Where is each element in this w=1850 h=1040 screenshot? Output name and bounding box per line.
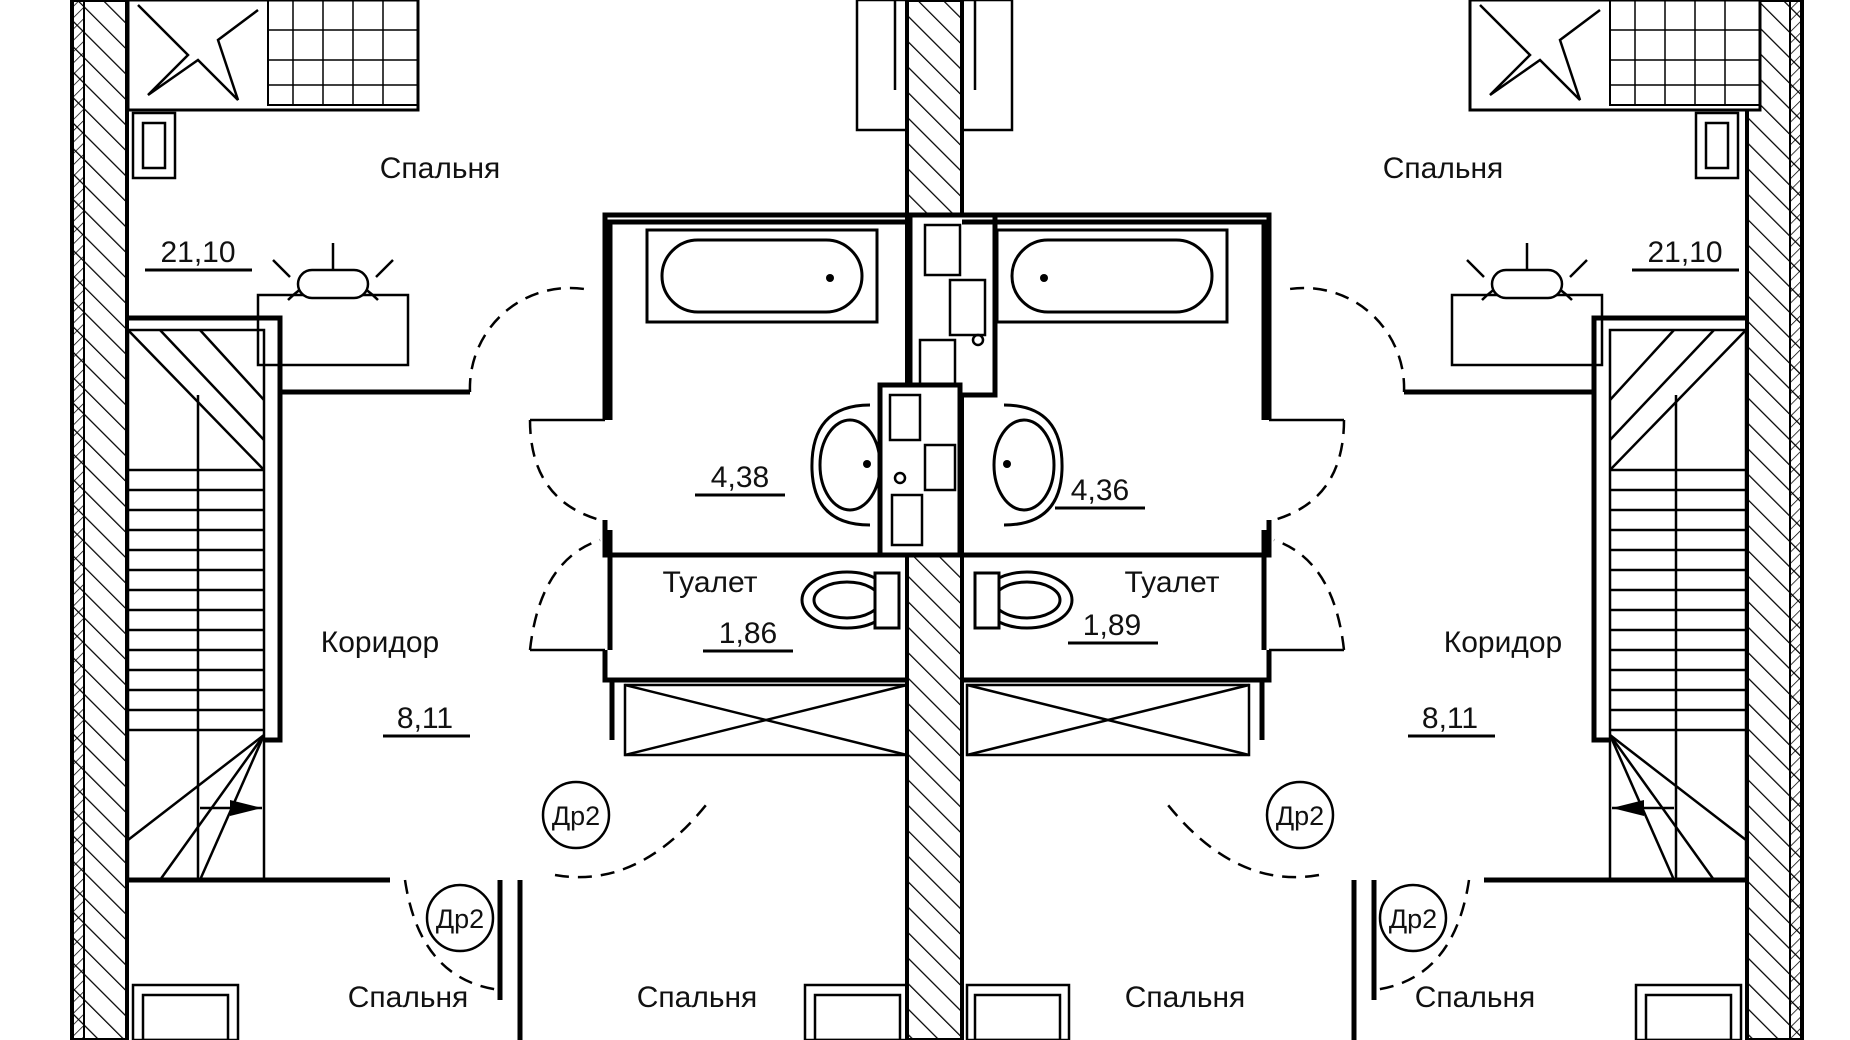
wardrobe-left (855, 0, 909, 132)
bed-icon (1634, 983, 1743, 1040)
area-label-bathroom-right: 4,36 (1071, 474, 1129, 507)
svg-text:Др2: Др2 (436, 904, 484, 934)
bed-icon (1468, 0, 1762, 112)
toilet-icon (973, 570, 1074, 630)
bathtub-icon (995, 228, 1229, 324)
toilet-icon (800, 570, 901, 630)
area-label-bathroom-left: 4,38 (711, 461, 769, 494)
door-tag: Др2 (1265, 780, 1335, 850)
room-label-toilet-right: Туалет (1125, 566, 1220, 599)
wardrobe-right (960, 0, 1014, 132)
closet-left (623, 683, 909, 757)
bed-icon (803, 983, 909, 1040)
staircase-left (126, 328, 266, 882)
room-label-bedroom-bottom-right-1: Спальня (1125, 981, 1246, 1014)
room-label-bedroom-bottom-right-2: Спальня (1415, 981, 1536, 1014)
sink-icon (810, 403, 882, 527)
svg-text:Др2: Др2 (1276, 801, 1324, 831)
closet-right (965, 683, 1251, 757)
nightstand-icon (1694, 111, 1740, 180)
right-outer-wall-insulation (1789, 0, 1803, 1040)
svg-text:Др2: Др2 (1389, 904, 1437, 934)
sink-icon (992, 403, 1064, 527)
svg-text:Др2: Др2 (552, 801, 600, 831)
area-label-corridor-left: 8,11 (397, 702, 453, 735)
area-label-bedroom-top-left: 21,10 (160, 236, 235, 269)
room-label-bedroom-top-left: Спальня (380, 152, 501, 185)
room-label-corridor-left: Коридор (321, 626, 439, 659)
area-label-corridor-right: 8,11 (1422, 702, 1478, 735)
desk-chair-icon (1450, 241, 1604, 367)
area-label-toilet-left: 1,86 (719, 617, 777, 650)
area-label-bedroom-top-right: 21,10 (1647, 236, 1722, 269)
door-tag: Др2 (541, 780, 611, 850)
room-label-bedroom-bottom-left-1: Спальня (348, 981, 469, 1014)
nightstand-icon (131, 111, 177, 180)
room-label-bedroom-top-right: Спальня (1383, 152, 1504, 185)
door-tag: Др2 (1378, 883, 1448, 953)
room-label-bedroom-bottom-left-2: Спальня (637, 981, 758, 1014)
vent-shaft (877, 212, 998, 558)
bathtub-icon (645, 228, 879, 324)
room-label-corridor-right: Коридор (1444, 626, 1562, 659)
bed-icon (965, 983, 1071, 1040)
left-outer-wall-insulation (71, 0, 85, 1040)
room-label-toilet-left: Туалет (663, 566, 758, 599)
staircase-right (1608, 328, 1748, 882)
area-label-toilet-right: 1,89 (1083, 609, 1141, 642)
bed-icon (131, 983, 240, 1040)
bed-icon (126, 0, 420, 112)
door-tag: Др2 (425, 883, 495, 953)
